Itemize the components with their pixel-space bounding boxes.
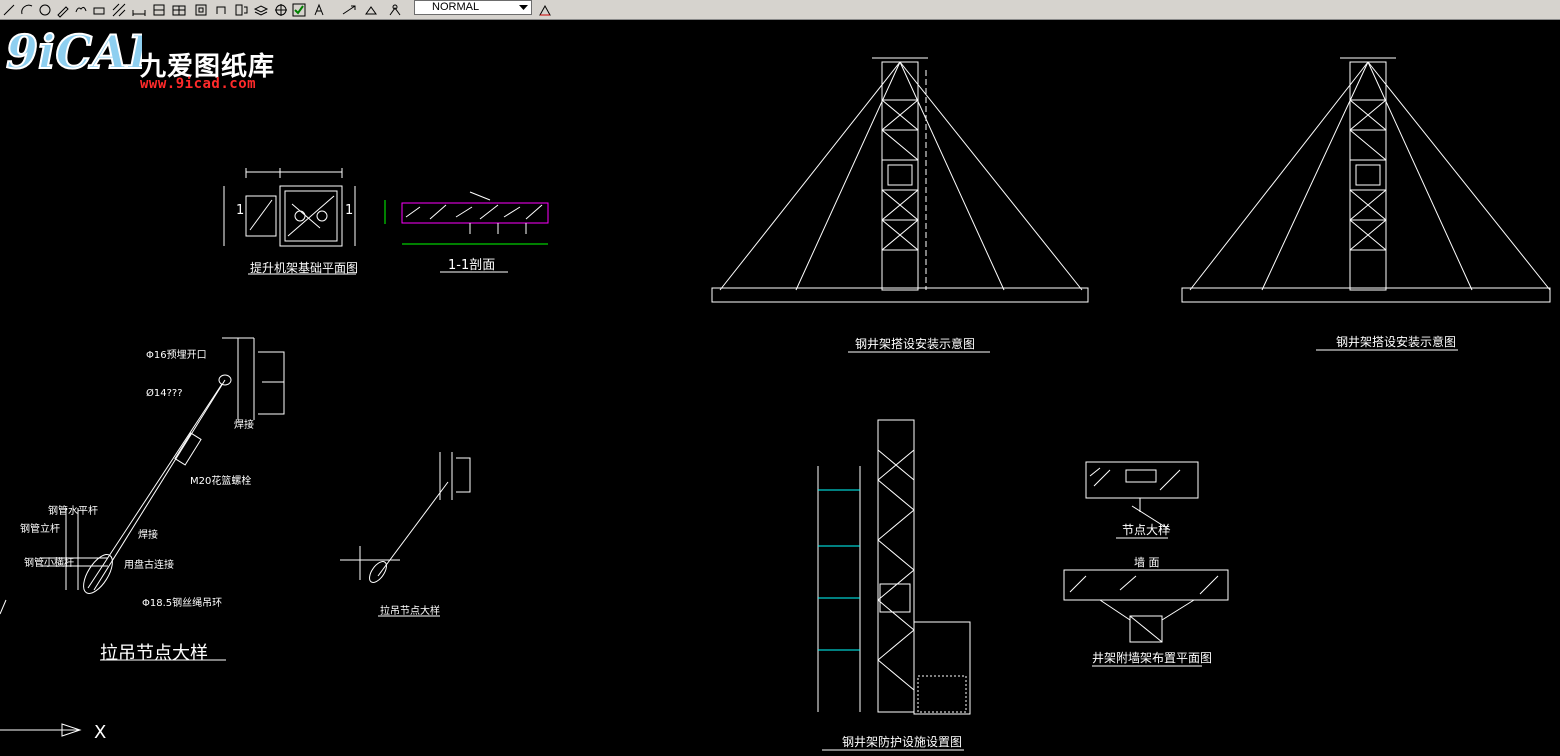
logo-mark-icon: 9iCAD [5, 24, 169, 80]
svg-text:9iCAD: 9iCAD [6, 25, 142, 78]
chevron-down-icon [519, 5, 528, 10]
install-diagram-2-title: 钢井架搭设安装示意图 [1336, 334, 1456, 349]
target-icon[interactable] [272, 1, 288, 17]
line-tool-icon[interactable] [0, 1, 16, 17]
section-mark-left: 1 [236, 203, 244, 218]
label-horizontal-bar: 钢管水平杆 [48, 504, 98, 517]
section-title: 1-1剖面 [448, 258, 495, 273]
section-mark-right: 1 [345, 203, 353, 218]
style-manager-icon[interactable] [536, 1, 552, 17]
pencil-icon[interactable] [54, 1, 70, 18]
wall-attach-label: 墙 面 [1134, 555, 1160, 569]
label-weld: 焊接 [234, 418, 254, 431]
text-style-icon[interactable] [310, 1, 326, 17]
label-reserved-opening: Φ16预埋开口 [146, 349, 207, 361]
brand-logo: 9iCAD 九爱图纸库 www.9icad.com [2, 22, 302, 92]
protection-diagram [817, 419, 971, 751]
section-1-1 [384, 191, 549, 273]
check-icon[interactable] [290, 1, 306, 17]
detail-small-title: 拉吊节点大样 [380, 604, 440, 617]
ucs-axis-icon [0, 599, 82, 737]
label-small-crossbar: 钢管小横杆 [24, 556, 74, 569]
foundation-plan-title: 提升机架基础平面图 [250, 260, 358, 275]
install-diagram-1-title: 钢井架搭设安装示意图 [855, 336, 975, 351]
detail-large-title: 拉吊节点大样 [100, 643, 208, 664]
label-vertical-bar: 钢管立杆 [20, 522, 60, 535]
wall-attach-title: 井架附墙架布置平面图 [1092, 651, 1212, 665]
xref-icon[interactable] [232, 1, 248, 17]
eraser-icon[interactable] [90, 1, 106, 17]
block-icon[interactable] [150, 1, 166, 17]
dimension-icon[interactable] [130, 1, 146, 17]
label-steel-rope: Ø14??? [146, 387, 183, 399]
arc-tool-icon[interactable] [18, 1, 34, 17]
foundation-plan [223, 168, 356, 275]
node-detail [1085, 461, 1199, 539]
wall-attach [1063, 569, 1229, 667]
text-style-dropdown[interactable]: NORMAL [414, 0, 532, 15]
detail-large [40, 337, 285, 661]
toolbar: NORMAL [0, 0, 1560, 20]
attach-icon[interactable] [212, 1, 228, 17]
label-clamp-connect: 用盘古连接 [124, 558, 174, 571]
detail-small [340, 452, 471, 617]
logo-brand-cn: 九爱图纸库 [140, 52, 276, 82]
protection-title: 钢井架防护设施设置图 [842, 734, 962, 749]
logo-url: www.9icad.com [140, 76, 257, 92]
revision-cloud-icon[interactable] [72, 1, 88, 17]
install-diagram-1 [711, 57, 1089, 353]
table-icon[interactable] [170, 1, 186, 17]
ucs-x-label: X [94, 722, 106, 743]
dim-style-icon[interactable] [340, 1, 356, 17]
layer-icon[interactable] [252, 1, 269, 17]
table-style-icon[interactable] [362, 1, 378, 17]
circle-tool-icon[interactable] [36, 1, 52, 17]
hatch-icon[interactable] [110, 1, 126, 17]
multileader-icon[interactable] [386, 1, 402, 17]
label-rope-ring: Φ18.5钢丝绳吊环 [142, 596, 222, 609]
label-turnbuckle: M20花篮螺栓 [190, 474, 251, 487]
node-detail-title: 节点大样 [1122, 522, 1170, 537]
label-weld-2: 焊接 [138, 528, 158, 541]
install-diagram-2 [1181, 57, 1551, 351]
text-style-value: NORMAL [432, 1, 480, 13]
insert-icon[interactable] [192, 1, 208, 17]
